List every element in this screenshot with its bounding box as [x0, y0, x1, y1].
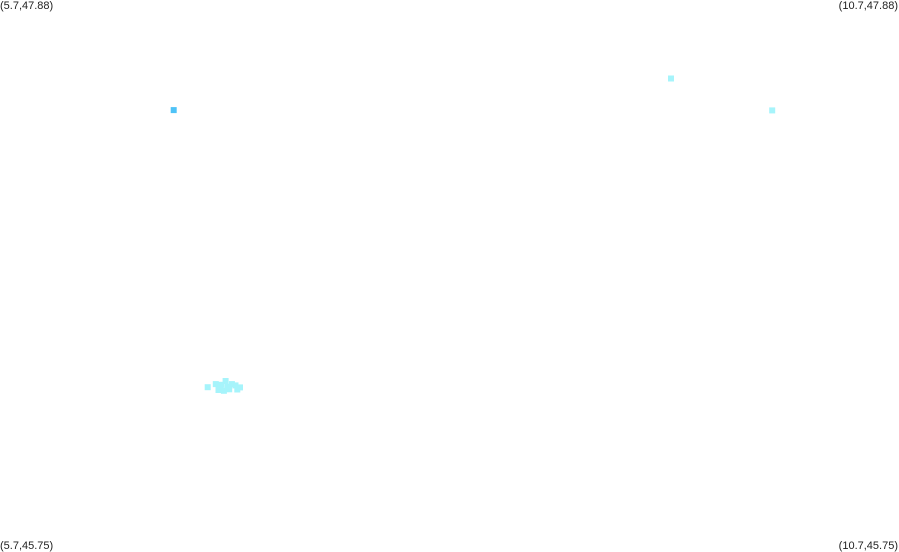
map-marker[interactable]: [220, 387, 227, 394]
map-marker[interactable]: [232, 382, 239, 389]
map-marker[interactable]: [224, 383, 231, 390]
map-marker[interactable]: [204, 384, 211, 391]
corner-label-bottom-left: (5.7,45.75): [0, 540, 54, 552]
corner-label-bottom-right: (10.7,45.75): [838, 540, 898, 552]
map-marker[interactable]: [769, 107, 776, 114]
map-marker[interactable]: [217, 383, 224, 390]
map-marker[interactable]: [222, 378, 229, 384]
map-marker[interactable]: [228, 381, 235, 388]
map-marker[interactable]: [170, 107, 177, 114]
map-marker[interactable]: [212, 381, 219, 388]
map-marker[interactable]: [234, 386, 241, 393]
corner-label-top-right: (10.7,47.88): [838, 0, 898, 12]
map-marker[interactable]: [215, 387, 222, 393]
corner-label-top-left: (5.7,47.88): [0, 0, 54, 12]
map-marker[interactable]: [668, 75, 674, 82]
